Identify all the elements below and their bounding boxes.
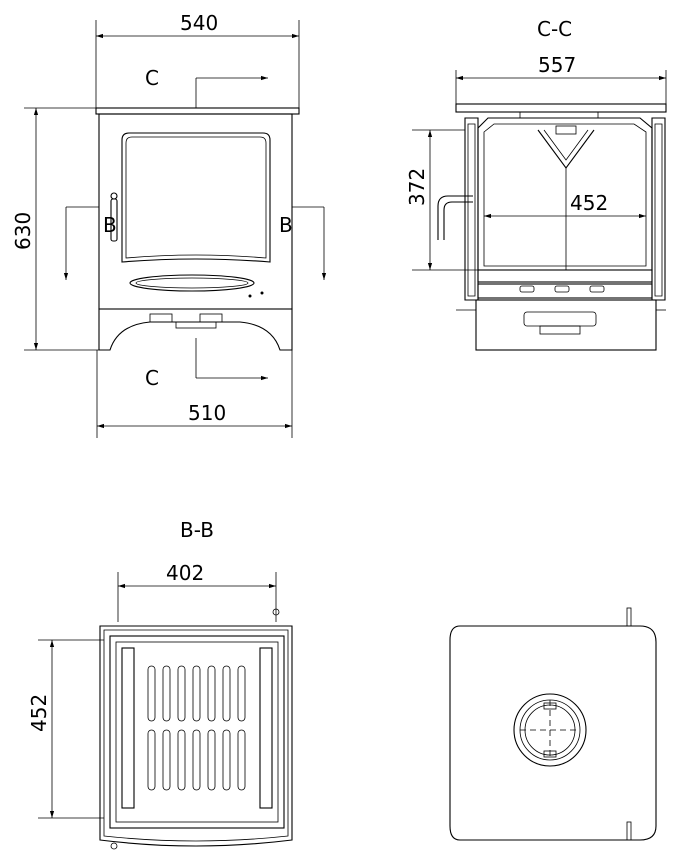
section-c-label-bottom: C [145,366,159,390]
section-b-left-marker: B [63,206,117,280]
section-c-bottom-marker: C [145,338,268,390]
section-cc-title: C-C [537,17,572,41]
door-handle [110,198,118,242]
section-cc-view: C-C 557 [405,17,667,351]
front-view: 540 630 C [11,11,327,438]
top-view [449,607,657,841]
dimension-label-540: 540 [180,11,218,35]
flue-outlet [513,693,587,767]
dimension-630: 630 [11,107,99,351]
top-plate-outline [449,625,657,841]
dimension-label-510: 510 [188,401,226,425]
dimension-label-452-bb: 452 [27,694,51,732]
dimension-label-630: 630 [11,212,35,250]
top-plate [95,107,300,115]
section-b-label-right: B [279,213,293,237]
stove-body [98,113,293,310]
section-c-top-marker: C [145,66,268,108]
door-glass-frame [121,132,271,263]
dimension-label-402: 402 [166,561,204,585]
section-b-right-marker: B [279,206,327,280]
section-bb-title: B-B [180,518,214,542]
dimension-label-372: 372 [405,168,429,206]
dimension-510: 510 [96,350,293,438]
grate-slots [147,665,246,791]
dimension-label-452-cc: 452 [570,191,608,215]
section-c-label-top: C [145,66,159,90]
dimension-label-557: 557 [538,53,576,77]
air-vent [129,274,255,292]
dimension-540: 540 [95,11,300,108]
section-b-label-left: B [103,213,117,237]
section-bb-view: B-B 402 [27,518,293,850]
stove-base [98,308,293,351]
door-handle-knob [110,192,118,200]
